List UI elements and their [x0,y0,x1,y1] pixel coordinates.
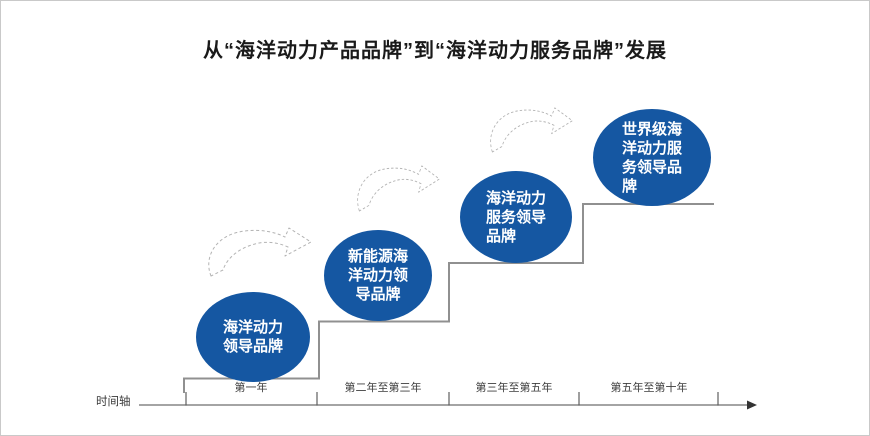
dashed-curved-arrow-icon [208,227,312,277]
slide-title: 从“海洋动力产品品牌”到“海洋动力服务品牌”发展 [203,40,667,62]
staircase-line [183,203,714,393]
timeline-period-1: 第一年 [234,382,268,394]
dashed-curved-arrow-icon [490,107,573,153]
stage-label-3: 海洋动力 服务领导 品牌 [485,189,546,245]
stage-label-4: 世界级海 洋动力服 务领导品 牌 [621,120,682,195]
timeline-period-2: 第二年至第三年 [344,382,422,394]
stage-ellipse-1: 海洋动力 领导品牌 [196,292,310,382]
timeline-ticks [185,392,719,406]
stage-ellipse-2: 新能源海 洋动力领 导品牌 [324,230,432,321]
timeline-period-3: 第三年至第五年 [475,382,553,394]
timeline-axis-label: 时间轴 [96,396,131,408]
timeline-period-4: 第五年至第十年 [610,382,688,394]
stage-ellipse-3: 海洋动力 服务领导 品牌 [460,171,572,263]
stage-label-2: 新能源海 洋动力领 导品牌 [347,248,408,303]
dashed-curved-arrow-icon [357,165,440,212]
stage-label-1: 海洋动力 领导品牌 [222,319,283,355]
stage-ellipse-4: 世界级海 洋动力服 务领导品 牌 [593,109,711,206]
axis-arrowhead-icon [747,400,757,410]
